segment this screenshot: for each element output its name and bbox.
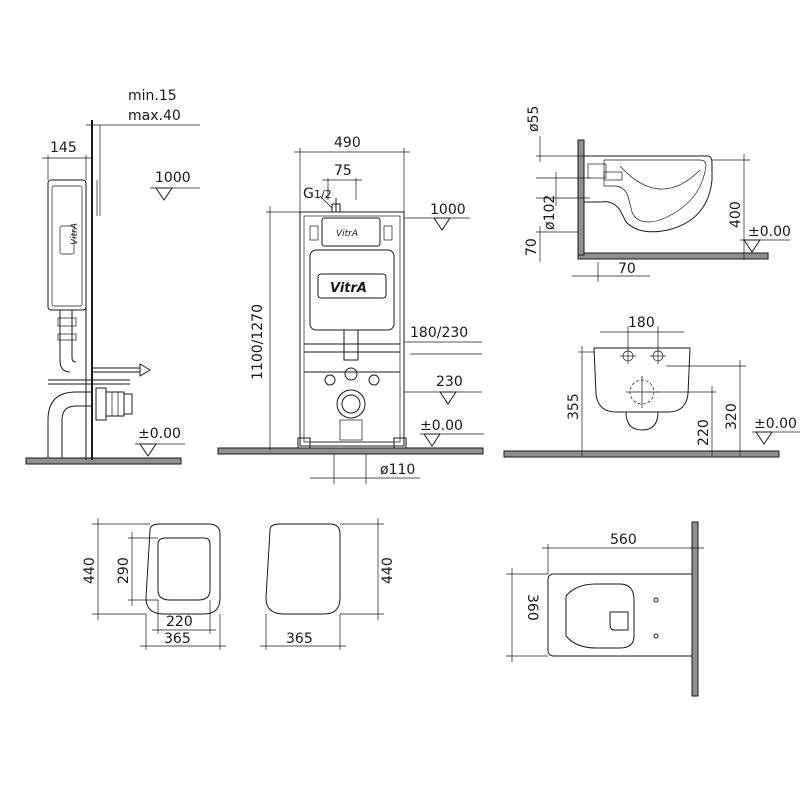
seat-closed-dim-length: 440 bbox=[380, 557, 396, 584]
bowl-side-wall bbox=[577, 139, 585, 256]
side-dim-min: min.15 bbox=[128, 88, 177, 104]
front-dim-inlet: G bbox=[303, 186, 314, 202]
front-floor-slab bbox=[217, 447, 484, 455]
front-dim-valve: 75 bbox=[334, 163, 352, 179]
bowl-side-dim-outlet: ø102 bbox=[542, 195, 558, 230]
seat-open-dim-width: 365 bbox=[164, 631, 191, 647]
front-drain-outlet bbox=[336, 389, 366, 419]
bowl-front-body bbox=[593, 347, 691, 413]
front-level-top: 1000 bbox=[430, 202, 466, 218]
bowl-front-dim-fix-height: 320 bbox=[724, 403, 740, 430]
side-cistern-logo: VitrA bbox=[70, 223, 80, 245]
front-level-floor: ±0.00 bbox=[420, 418, 463, 434]
bowl-front-view: 180 355 220 320 ±0.00 bbox=[503, 315, 800, 458]
seat-open-dim-inner: 290 bbox=[116, 557, 132, 584]
side-floor-slab bbox=[25, 457, 182, 465]
side-cistern bbox=[47, 179, 87, 311]
seat-open-view: 440 290 220 365 bbox=[82, 518, 226, 650]
side-level-top: 1000 bbox=[155, 170, 191, 186]
bowl-top-dim-width: 360 bbox=[524, 594, 540, 621]
seat-closed-view: 440 365 bbox=[260, 518, 396, 650]
side-dim-depth: 145 bbox=[50, 140, 77, 156]
front-dim-pipe: ø110 bbox=[380, 462, 415, 478]
front-frame-view: VitrA VitrA 490 75 bbox=[217, 135, 484, 484]
seat-open-inner bbox=[157, 537, 211, 601]
flush-plate bbox=[321, 217, 381, 247]
front-dim-fix: 180/230 bbox=[410, 325, 468, 341]
front-dim-width: 490 bbox=[334, 135, 361, 151]
bowl-top-outline bbox=[547, 573, 693, 657]
front-frame-outline bbox=[299, 211, 405, 447]
seat-open-dim-length: 440 bbox=[82, 557, 98, 584]
bowl-front-dim-drain: 220 bbox=[696, 419, 712, 446]
side-dim-max: max.40 bbox=[128, 108, 181, 124]
bowl-front-level-floor: ±0.00 bbox=[754, 416, 797, 432]
front-dim-inlet-fraction: 1/2 bbox=[314, 188, 332, 201]
bowl-side-dim-base: 70 bbox=[524, 238, 540, 256]
front-cistern-logo: VitrA bbox=[330, 281, 367, 296]
seat-closed-outline bbox=[265, 523, 341, 615]
bowl-top-dim-projection: 560 bbox=[610, 532, 637, 548]
bowl-front-floor bbox=[503, 450, 780, 458]
bowl-side-view: ø55 ø102 70 400 70 ±0.00 bbox=[524, 106, 791, 282]
side-frame-view: VitrA 145 min.15 max.40 bbox=[25, 88, 200, 465]
seat-open-outline bbox=[145, 523, 221, 615]
side-level-floor: ±0.00 bbox=[138, 426, 181, 442]
bowl-side-dim-pipe: ø55 bbox=[526, 106, 542, 132]
front-dim-height: 1100/1270 bbox=[250, 304, 266, 380]
bowl-front-dim-height: 355 bbox=[566, 393, 582, 420]
seat-closed-dim-width: 365 bbox=[286, 631, 313, 647]
seat-open-dim-inner-width: 220 bbox=[166, 614, 193, 630]
bowl-side-dim-height: 400 bbox=[728, 201, 744, 228]
bowl-front-dim-fix: 180 bbox=[628, 315, 655, 331]
front-dim-drain: 230 bbox=[436, 374, 463, 390]
bowl-side-dim-wall: 70 bbox=[618, 261, 636, 277]
bowl-top-view: 560 360 bbox=[506, 521, 704, 697]
flush-plate-logo: VitrA bbox=[336, 229, 358, 239]
bowl-side-profile bbox=[583, 155, 713, 233]
bowl-side-level-floor: ±0.00 bbox=[748, 224, 791, 240]
bowl-side-floor bbox=[577, 252, 769, 260]
bowl-top-bowl bbox=[565, 583, 635, 649]
